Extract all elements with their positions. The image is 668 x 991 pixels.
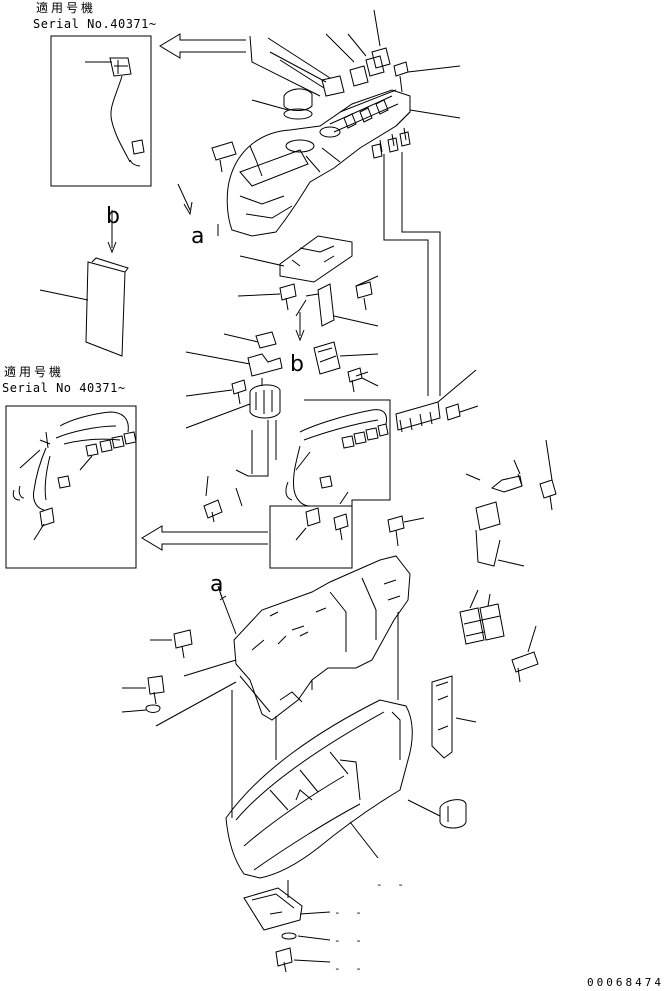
inset-box-left bbox=[5, 405, 137, 569]
document-number: 00068474 bbox=[587, 976, 664, 989]
rear-cover bbox=[431, 675, 453, 759]
bolt-top bbox=[393, 61, 409, 93]
side-panel-plate bbox=[85, 261, 126, 357]
bolt-right bbox=[511, 651, 539, 683]
upper-console bbox=[226, 89, 411, 237]
arrow-to-left-inset bbox=[141, 525, 268, 551]
switch-1 bbox=[349, 65, 369, 87]
mount-plate bbox=[279, 235, 353, 283]
callout-dash-4: - - bbox=[334, 962, 366, 975]
inset-box-right bbox=[269, 399, 391, 569]
serial-note-left-jp: 適用号機 bbox=[4, 365, 65, 379]
connector-small bbox=[355, 371, 369, 377]
knob bbox=[283, 88, 313, 111]
switch-block bbox=[313, 341, 341, 375]
rotary-switch bbox=[249, 384, 281, 419]
bolts-middle bbox=[231, 281, 373, 405]
washer-lower-left bbox=[145, 704, 161, 713]
bolt-lower-left-1 bbox=[173, 629, 193, 659]
switch-3 bbox=[371, 47, 391, 69]
slide-bracket bbox=[317, 283, 335, 327]
switch-2 bbox=[365, 55, 385, 77]
bolt-lower-left-2 bbox=[147, 675, 165, 705]
bottom-bracket bbox=[243, 887, 303, 931]
a-arrow-top bbox=[177, 183, 191, 211]
cup bbox=[321, 75, 345, 97]
ref-label-b-top: b bbox=[106, 204, 120, 229]
inset-wire bbox=[110, 75, 131, 163]
callout-dash-3: - - bbox=[334, 934, 366, 947]
clip bbox=[247, 353, 283, 377]
arrow-to-top-inset bbox=[159, 33, 246, 59]
lower-frame bbox=[233, 555, 411, 721]
serial-note-top-jp: 適用号機 bbox=[36, 1, 97, 15]
washer-bottom bbox=[281, 932, 297, 940]
bolt-left-top bbox=[211, 141, 237, 173]
terminal-strip bbox=[395, 401, 441, 431]
bottom-tray bbox=[225, 699, 413, 879]
ref-label-a-top: a bbox=[191, 224, 205, 249]
relay-pair bbox=[459, 603, 505, 645]
serial-note-left-serial: Serial No 40371~ bbox=[2, 381, 126, 395]
ref-label-b-middle: b bbox=[290, 352, 304, 377]
inset-box-top bbox=[50, 35, 152, 187]
bolt-bottom bbox=[275, 947, 293, 973]
callout-dash-1: - - bbox=[376, 878, 408, 891]
serial-note-top-serial: Serial No.40371~ bbox=[33, 17, 157, 31]
side-bracket-right bbox=[475, 501, 501, 531]
nut bbox=[255, 331, 277, 349]
inset-connector bbox=[131, 139, 145, 155]
inset-switch bbox=[109, 57, 132, 77]
grommet bbox=[439, 799, 467, 829]
bolt-mid-left bbox=[203, 499, 223, 523]
ref-label-a-lower: a bbox=[210, 572, 224, 597]
callout-dash-2: - - bbox=[334, 906, 366, 919]
